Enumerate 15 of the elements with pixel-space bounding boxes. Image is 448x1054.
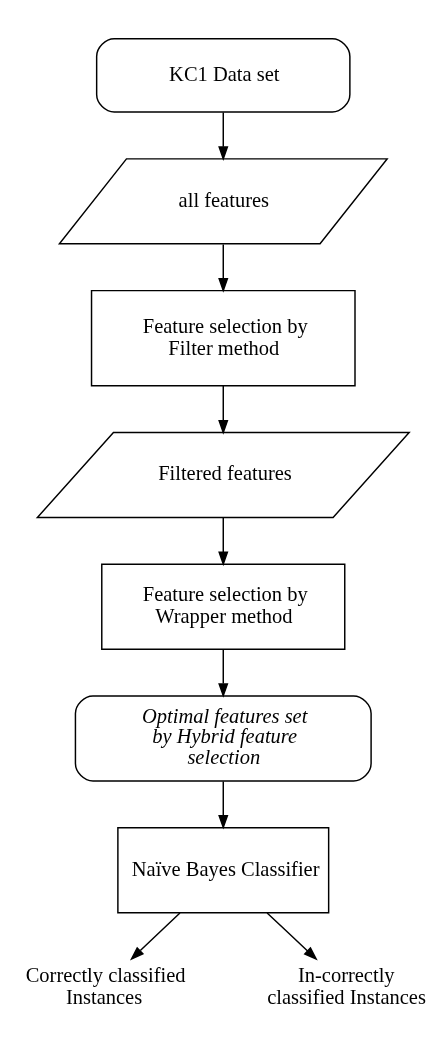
node-box: Feature selection by Wrapper method (101, 563, 346, 650)
node-box: Feature selection by Filter method (90, 289, 356, 387)
node-box: Naïve Bayes Classifier (117, 827, 330, 914)
node-box: Optimal features set by Hybrid feature selection (74, 695, 372, 782)
arrow (218, 111, 229, 161)
arrow (218, 517, 229, 567)
arrow (218, 243, 229, 293)
node-box: KC1 Data set (95, 38, 351, 113)
arrow (218, 385, 229, 435)
arrow (218, 648, 229, 698)
arrow (266, 912, 318, 961)
node-text: Correctly classified Instances (25, 963, 186, 1008)
arrow (218, 780, 229, 830)
arrow (129, 912, 181, 961)
node-text: In-correctly classified Instances (267, 963, 426, 1008)
